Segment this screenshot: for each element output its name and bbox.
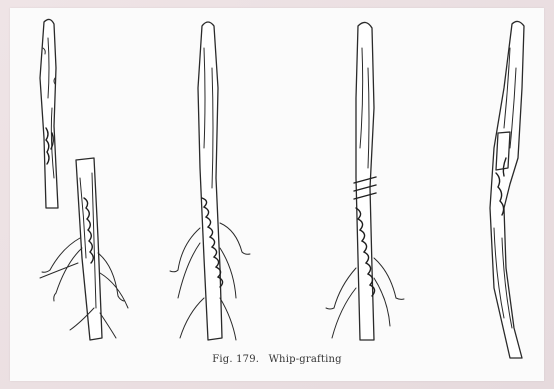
side-view-graft: [490, 21, 524, 358]
scion-detached: [40, 19, 58, 208]
tied-graft: [326, 22, 404, 340]
figure-caption: Fig. 179. Whip-grafting: [10, 354, 544, 365]
whip-grafting-illustration: [10, 8, 544, 381]
figure-title: Whip-grafting: [269, 354, 342, 365]
joined-graft: [170, 22, 250, 340]
illustration-plate: Fig. 179. Whip-grafting: [10, 8, 544, 381]
figure-number: Fig. 179.: [212, 354, 259, 365]
